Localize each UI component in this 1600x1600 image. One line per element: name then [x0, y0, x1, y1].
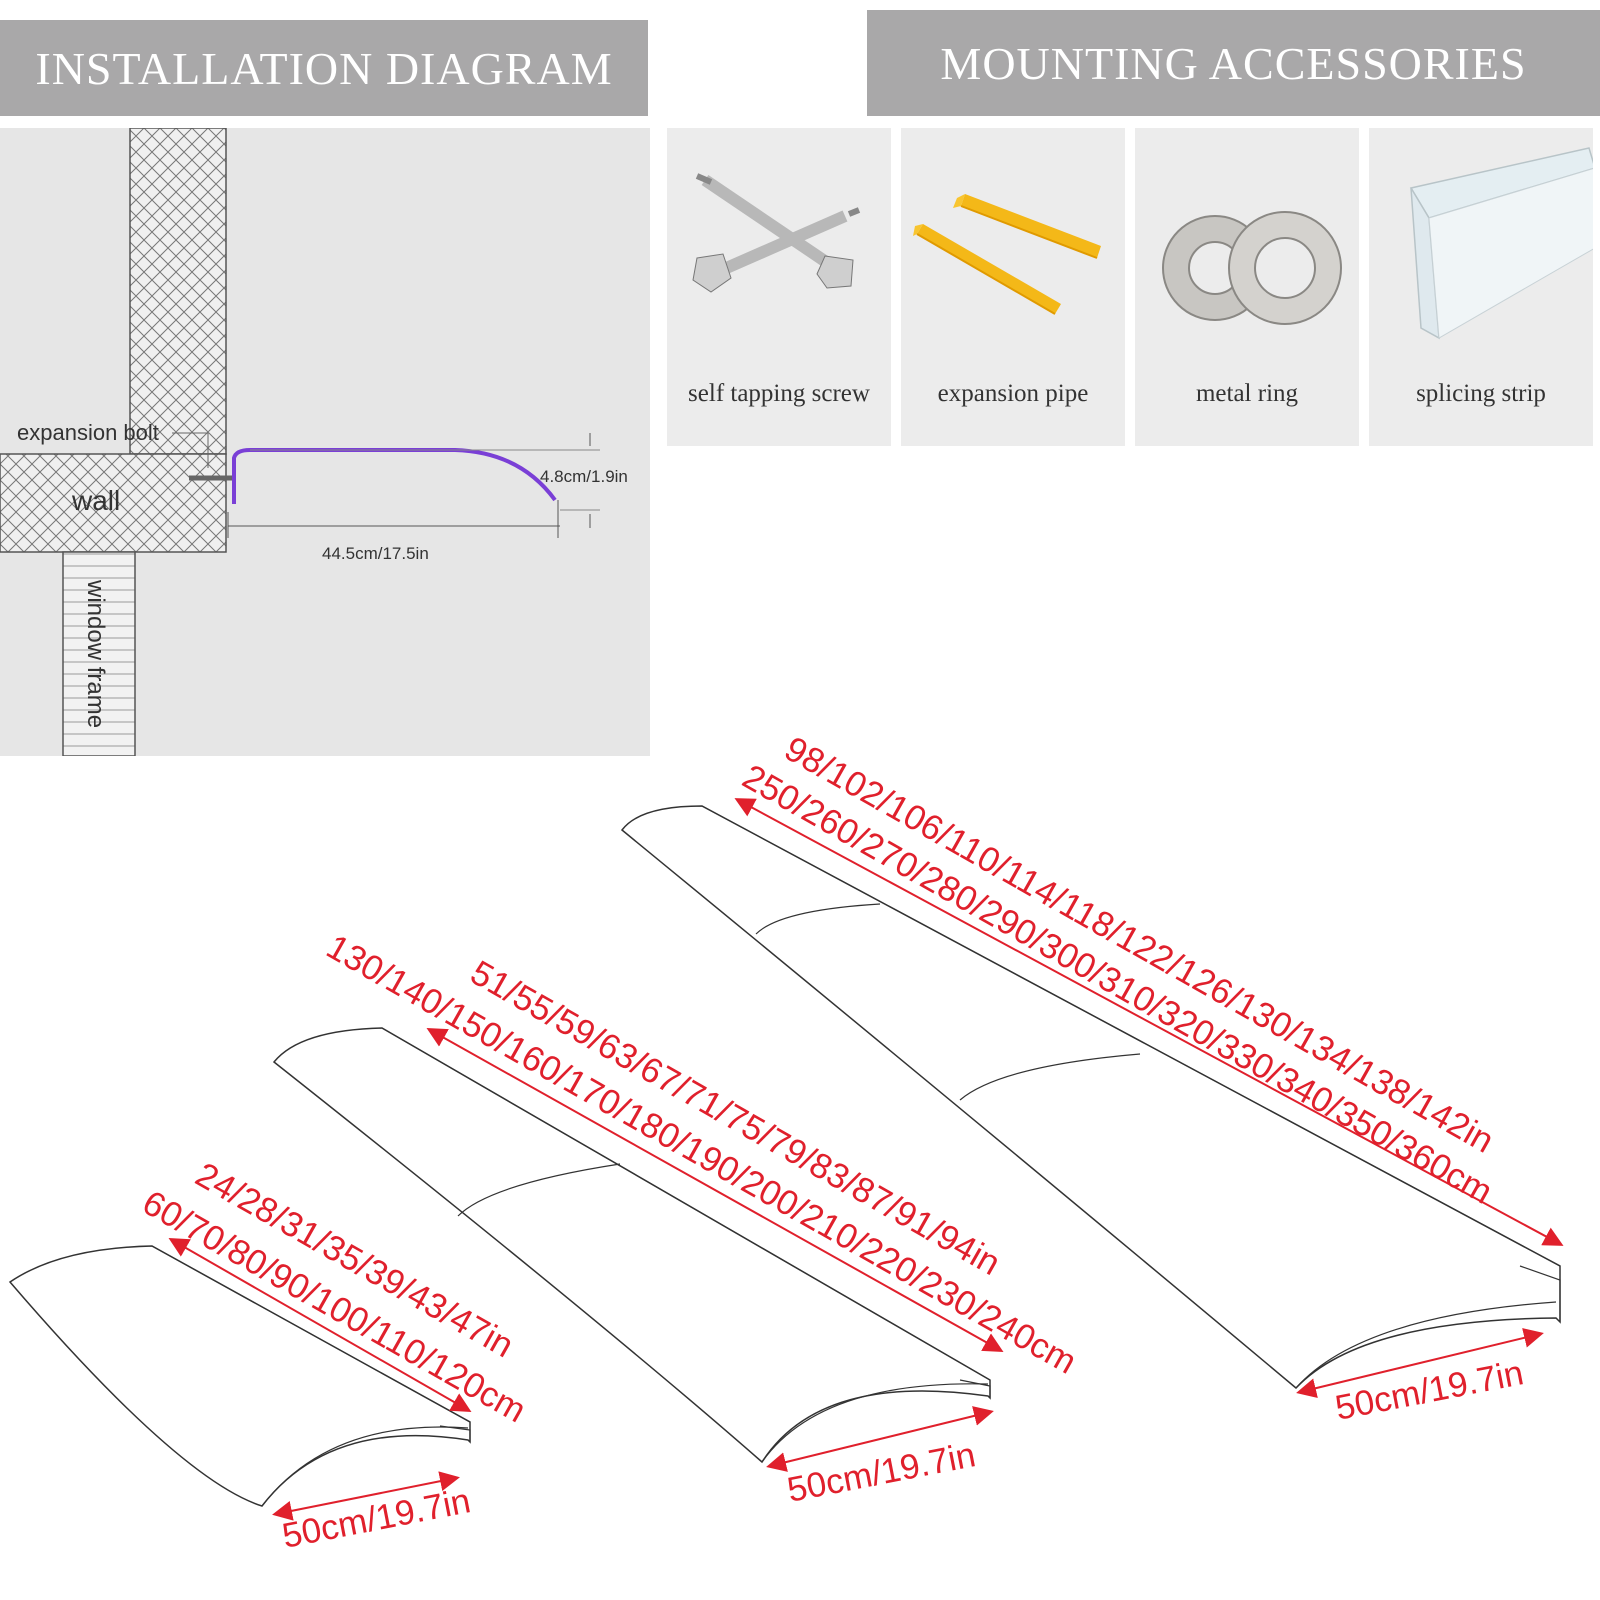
length-arrow-large — [734, 798, 1564, 1246]
window-frame-label: window frame — [82, 579, 109, 728]
length-arrow-medium — [426, 1028, 1004, 1352]
banner-title-left: INSTALLATION DIAGRAM — [35, 42, 613, 94]
expansion-bolt-label: expansion bolt — [17, 420, 159, 445]
installation-diagram-banner: INSTALLATION DIAGRAM — [0, 20, 648, 116]
screw-icon — [692, 173, 861, 293]
mounting-accessories-banner: MOUNTING ACCESSORIES — [867, 10, 1600, 116]
width-arrow-medium — [766, 1406, 994, 1472]
accessory-card-metal-ring: metal ring — [1135, 128, 1359, 446]
wall-lintel — [0, 453, 227, 553]
accessory-label-screw: self tapping screw — [688, 380, 870, 407]
width-small: 50cm/19.7in — [279, 1481, 474, 1556]
splice-strip-icon — [1409, 147, 1593, 340]
anchor-icon — [913, 194, 1101, 315]
awning-strip-small: 24/28/31/35/39/43/47in 60/70/80/90/100/1… — [8, 1155, 532, 1556]
width-arrow-large — [1296, 1328, 1544, 1398]
width-arrow-small — [272, 1471, 460, 1521]
height-label: 4.8cm/1.9in — [540, 467, 628, 486]
accessory-card-splicing-strip: splicing strip — [1369, 128, 1593, 446]
banner-title-right: MOUNTING ACCESSORIES — [940, 37, 1527, 89]
window-frame — [62, 551, 136, 757]
accessory-card-expansion-pipe: expansion pipe — [901, 128, 1125, 446]
installation-diagram: expansion bolt wall 4.8cm/1.9in 44.5cm/1… — [0, 127, 650, 757]
accessory-label-metal-ring: metal ring — [1195, 380, 1299, 407]
accessory-label-expansion-pipe: expansion pipe — [937, 380, 1089, 407]
width-medium: 50cm/19.7in — [784, 1435, 979, 1510]
width-large: 50cm/19.7in — [1332, 1353, 1527, 1428]
accessory-label-splicing-strip: splicing strip — [1416, 380, 1546, 407]
installation-diagram-svg: expansion bolt wall 4.8cm/1.9in 44.5cm/1… — [0, 127, 628, 757]
accessory-card-screw: self tapping screw — [667, 128, 891, 446]
washer-icon — [1162, 211, 1342, 325]
wall-label: wall — [71, 485, 120, 516]
length-arrow-small — [168, 1238, 472, 1412]
upper-wall — [129, 127, 227, 455]
depth-label: 44.5cm/17.5in — [322, 544, 429, 563]
